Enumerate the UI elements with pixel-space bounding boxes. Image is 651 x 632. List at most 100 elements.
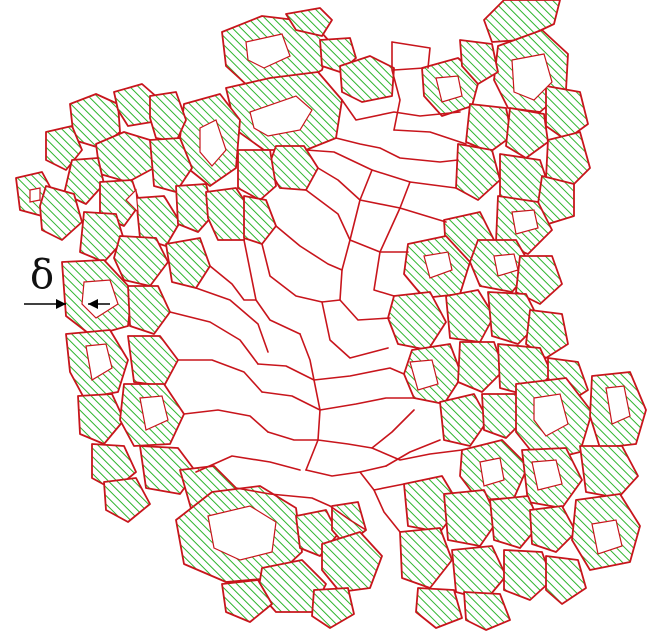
thick-cell <box>545 555 587 605</box>
lumen <box>29 187 41 203</box>
thick-cell <box>95 131 155 183</box>
thick-cell <box>465 103 513 153</box>
thick-cell <box>537 175 575 225</box>
lumen <box>207 505 277 561</box>
thick-cell <box>63 157 105 205</box>
thick-cell <box>545 131 591 189</box>
thick-cell <box>463 591 511 631</box>
cell-wall <box>373 181 411 297</box>
thick-cell <box>39 185 83 241</box>
cell-wall <box>317 409 415 449</box>
lumen <box>125 188 139 214</box>
delta-symbol: δ <box>30 252 54 298</box>
cell-wall <box>261 391 321 411</box>
thick-cell <box>451 545 507 601</box>
thick-cell <box>221 579 273 623</box>
thick-cell <box>103 477 151 523</box>
thick-cell <box>149 137 193 193</box>
lumen <box>511 53 553 101</box>
thick-cell <box>505 107 549 159</box>
lumen <box>199 119 227 167</box>
cell-wall <box>305 149 457 189</box>
thick-cell <box>135 195 181 247</box>
cell-wall <box>195 455 301 473</box>
cell-wall <box>177 359 263 393</box>
thick-cell <box>399 527 453 589</box>
thick-cell <box>79 211 125 263</box>
thick-cell <box>443 489 499 547</box>
thick-cell <box>459 39 499 85</box>
thick-cell <box>489 495 541 549</box>
lumen <box>511 209 539 235</box>
thick-cell <box>529 505 577 553</box>
arrow-left-icon <box>88 299 98 309</box>
thin-walled-cells <box>169 41 467 533</box>
cell-wall <box>261 243 341 303</box>
cell-wall <box>393 129 467 145</box>
thick-cell <box>243 195 277 245</box>
thick-cell <box>127 285 171 335</box>
cell-wall <box>313 367 405 381</box>
cell-wall <box>209 265 257 301</box>
lumen <box>493 253 519 277</box>
thick-cell <box>311 587 355 629</box>
cell-wall <box>305 189 409 253</box>
cell-wall <box>299 333 321 471</box>
cell-wall <box>235 487 331 507</box>
thick-cell <box>439 393 489 447</box>
cell-wall <box>373 489 401 533</box>
cell-wall <box>169 311 259 365</box>
cell-wall <box>391 41 401 131</box>
cell-wall <box>391 41 431 69</box>
thick-cell <box>387 291 447 351</box>
lumen <box>249 95 313 137</box>
thick-cell <box>503 549 553 601</box>
thick-cell <box>339 55 395 103</box>
thick-cell <box>515 255 563 305</box>
cell-wall <box>305 465 387 477</box>
thick-cell <box>525 309 569 359</box>
lumen <box>533 393 569 437</box>
lumen <box>435 75 463 103</box>
thick-cell <box>285 7 333 37</box>
cell-wall <box>329 505 367 531</box>
cell-wall <box>385 439 441 467</box>
lumen <box>245 33 291 69</box>
thick-cell <box>77 393 125 445</box>
lumen <box>591 519 623 555</box>
cell-wall <box>195 287 269 353</box>
cell-wall <box>341 99 461 121</box>
lumen <box>531 459 563 491</box>
thick-walled-cells <box>15 0 647 631</box>
thick-cell <box>321 531 383 593</box>
thick-cell <box>237 149 277 201</box>
lumen <box>81 279 119 319</box>
thick-cell <box>579 445 639 499</box>
cell-wall <box>321 301 389 359</box>
thick-cell <box>175 183 215 233</box>
cell-lumens <box>29 33 631 561</box>
cell-wall <box>319 397 415 411</box>
lumen <box>409 359 439 391</box>
lumen <box>423 251 453 279</box>
lumen <box>139 395 169 431</box>
cell-wall <box>371 447 463 461</box>
thick-cell <box>445 289 495 343</box>
thick-cell <box>415 587 463 629</box>
thick-cell <box>165 237 211 289</box>
thick-cell <box>127 335 179 387</box>
lumen <box>605 385 631 425</box>
lumen <box>85 343 113 381</box>
lumen <box>479 457 505 487</box>
thick-cell <box>483 0 561 43</box>
cell-wall <box>335 137 459 163</box>
cell-wall <box>267 431 319 441</box>
cell-wall <box>257 363 315 381</box>
thick-cell <box>455 143 501 201</box>
thick-cell <box>545 85 589 141</box>
wall-thickness-annotation: δ <box>24 252 110 309</box>
cell-wall <box>183 409 269 433</box>
arrow-right-icon <box>56 299 66 309</box>
cell-wall <box>393 67 425 71</box>
